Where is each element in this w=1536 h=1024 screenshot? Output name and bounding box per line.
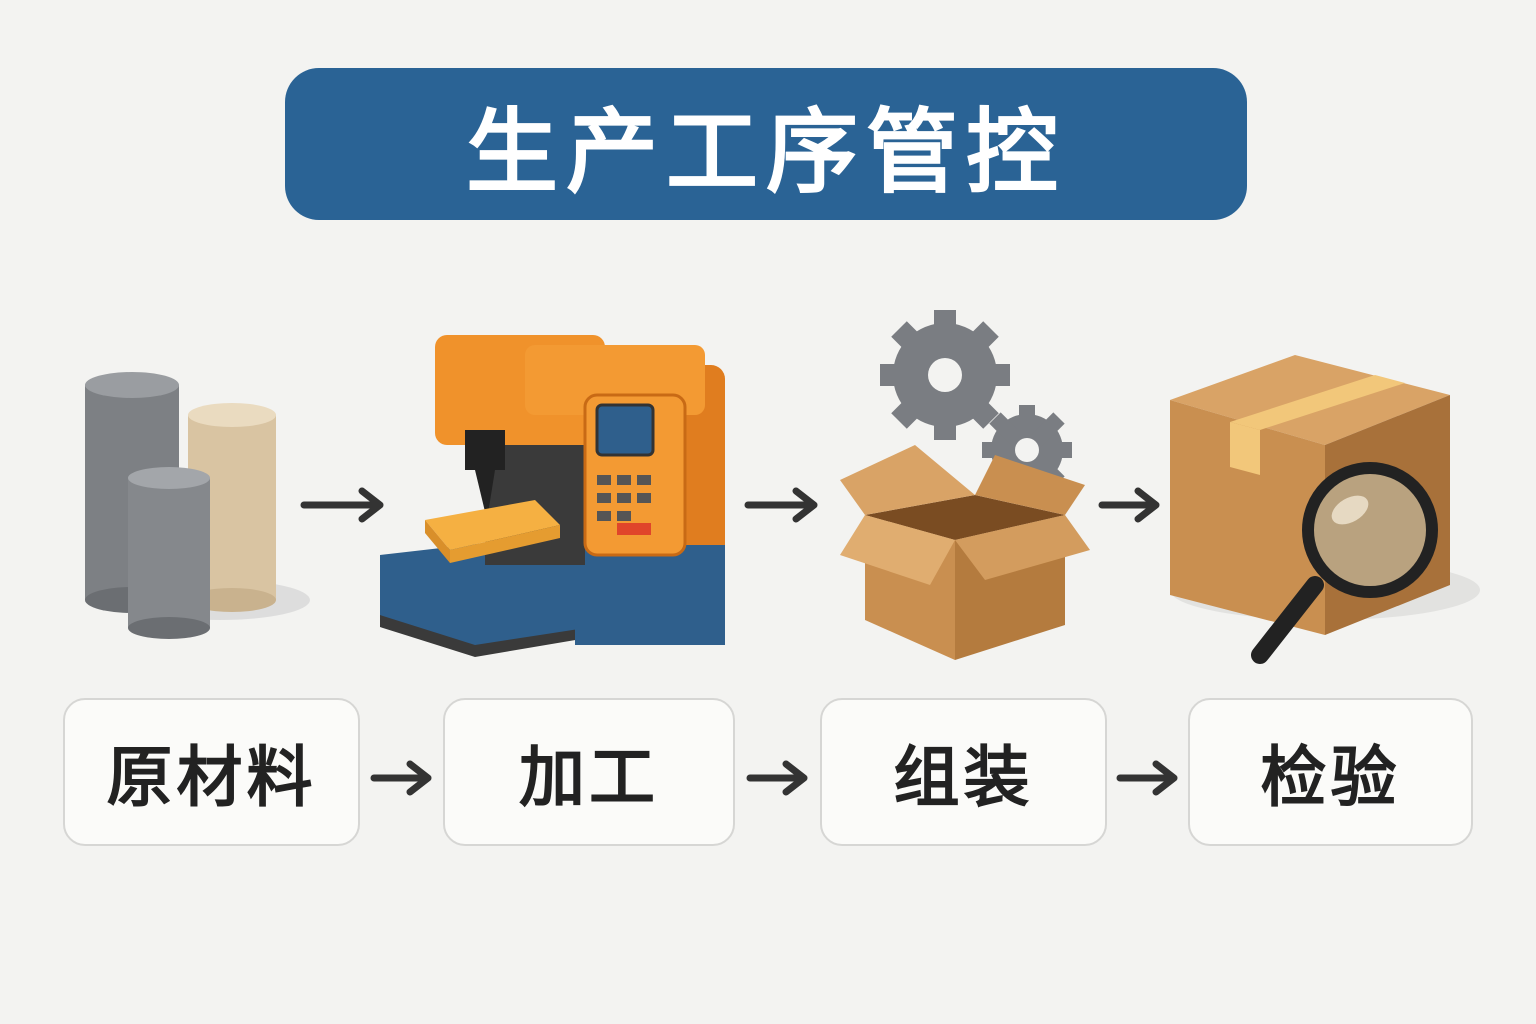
magnifier-icon xyxy=(1251,462,1438,664)
arrow-right-icon xyxy=(744,487,818,523)
step-label-inspection: 检验 xyxy=(1188,698,1473,846)
arrow-right-icon xyxy=(370,760,432,796)
inspection-icon xyxy=(1170,355,1480,664)
arrow-right-icon xyxy=(1116,760,1178,796)
step-label-processing: 加工 xyxy=(443,698,735,846)
gear-icon xyxy=(982,405,1072,495)
step-label-raw-materials: 原材料 xyxy=(63,698,360,846)
assembly-box-icon xyxy=(840,310,1090,660)
arrow-right-icon xyxy=(746,760,808,796)
cnc-machine-icon xyxy=(380,335,725,657)
arrow-right-icon xyxy=(300,487,384,523)
title-banner: 生产工序管控 xyxy=(285,68,1247,220)
gear-icon xyxy=(880,310,1010,440)
arrow-right-icon xyxy=(1098,487,1160,523)
page-title: 生产工序管控 xyxy=(465,98,1066,206)
step-label-assembly: 组装 xyxy=(820,698,1107,846)
raw-materials-icon xyxy=(85,372,310,639)
